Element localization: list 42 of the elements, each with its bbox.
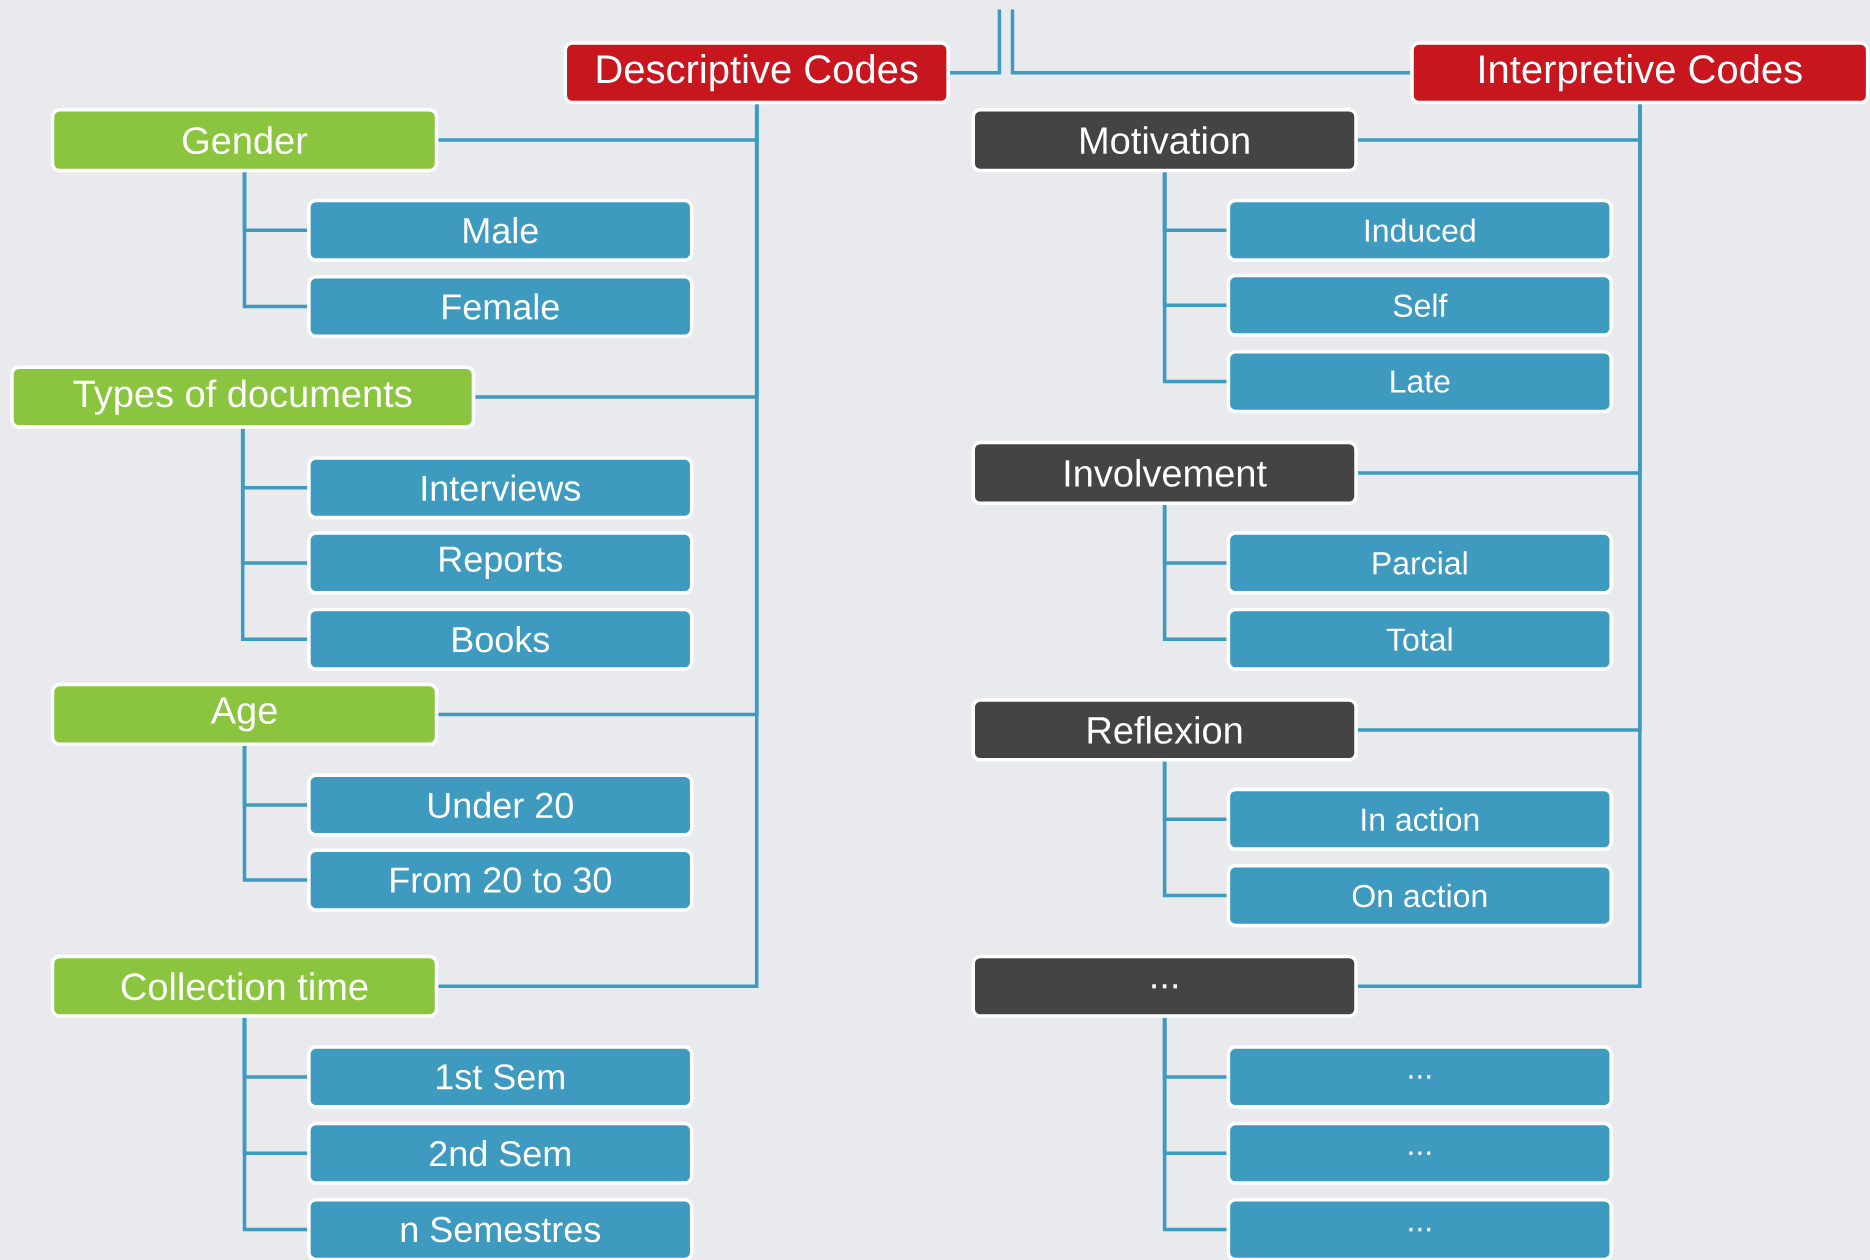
connector-line bbox=[1010, 9, 1411, 75]
connector-line bbox=[1357, 104, 1642, 989]
code-box: On action bbox=[1226, 864, 1613, 928]
code-box: n Semestres bbox=[307, 1198, 694, 1260]
code-box: ... bbox=[1226, 1045, 1613, 1109]
code-box: Induced bbox=[1226, 198, 1613, 262]
code-box: Female bbox=[307, 274, 694, 339]
connector-line bbox=[242, 1017, 308, 1232]
code-box: Reports bbox=[307, 531, 694, 595]
code-box: Total bbox=[1226, 607, 1613, 671]
connector-line bbox=[1162, 505, 1227, 641]
code-box: Male bbox=[307, 198, 694, 262]
code-box: ... bbox=[1226, 1121, 1613, 1185]
connector-line bbox=[438, 104, 759, 989]
category-box: Age bbox=[50, 682, 439, 746]
code-box: Self bbox=[1226, 273, 1613, 337]
connector-line bbox=[240, 428, 308, 641]
connector-line bbox=[1162, 1017, 1227, 1232]
header-box: Interpretive Codes bbox=[1410, 41, 1870, 105]
code-box: Books bbox=[307, 607, 694, 671]
code-box: Parcial bbox=[1226, 531, 1613, 595]
code-box: From 20 to 30 bbox=[307, 848, 694, 912]
category-box: Gender bbox=[50, 107, 439, 173]
code-box: Under 20 bbox=[307, 773, 694, 837]
category-box: Motivation bbox=[971, 107, 1358, 173]
code-box: In action bbox=[1226, 787, 1613, 851]
category-box: Involvement bbox=[971, 440, 1358, 506]
connector-line bbox=[949, 9, 1002, 75]
connector-line bbox=[242, 745, 308, 882]
category-box: Types of documents bbox=[10, 365, 476, 429]
connector-line bbox=[1162, 761, 1227, 898]
category-box: Collection time bbox=[50, 954, 439, 1018]
code-box: Late bbox=[1226, 350, 1613, 414]
code-box: 1st Sem bbox=[307, 1045, 694, 1109]
code-box: ... bbox=[1226, 1198, 1613, 1260]
code-box: 2nd Sem bbox=[307, 1121, 694, 1185]
header-box: Descriptive Codes bbox=[563, 41, 950, 105]
connector-line bbox=[242, 172, 308, 309]
category-box: Reflexion bbox=[971, 698, 1358, 762]
connector-line bbox=[1162, 172, 1227, 384]
code-box: Interviews bbox=[307, 456, 694, 520]
category-box: ... bbox=[971, 954, 1358, 1018]
